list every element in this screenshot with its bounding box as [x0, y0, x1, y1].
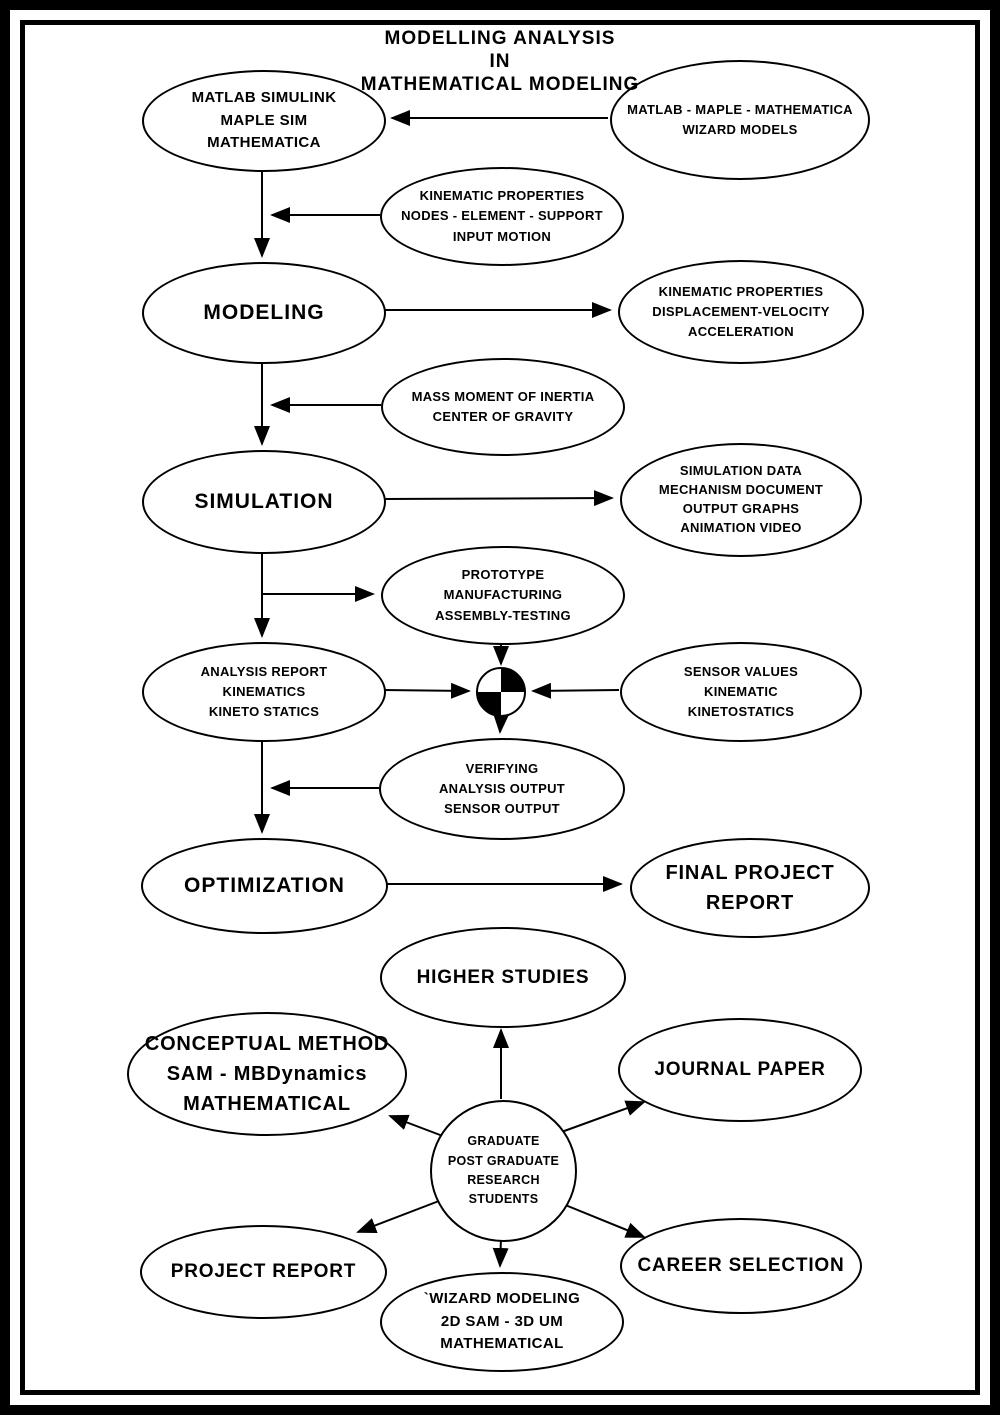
node-matlab-tools: MATLAB SIMULINK MAPLE SIM MATHEMATICA — [142, 70, 386, 172]
node-label-line: PROTOTYPE — [461, 567, 545, 583]
node-label-line: KINEMATIC PROPERTIES — [658, 283, 824, 299]
node-career-selection: CAREER SELECTION — [620, 1218, 862, 1314]
title-line-2: IN — [489, 50, 511, 72]
node-label-line: OPTIMIZATION — [184, 874, 345, 898]
node-label-line: MATHEMATICA — [207, 134, 321, 152]
node-label-line: SENSOR OUTPUT — [444, 801, 560, 817]
node-verifying: VERIFYING ANALYSIS OUTPUT SENSOR OUTPUT — [379, 738, 625, 840]
node-simulation-data: SIMULATION DATA MECHANISM DOCUMENT OUTPU… — [620, 443, 862, 557]
center-of-gravity-icon — [476, 667, 526, 717]
arrow-graduate-to-careerselection — [552, 1199, 646, 1238]
node-label-line: CAREER SELECTION — [637, 1255, 845, 1277]
node-label-line: STUDENTS — [468, 1192, 539, 1207]
node-project-report: PROJECT REPORT — [140, 1225, 387, 1319]
node-label-line: MAPLE SIM — [220, 111, 308, 129]
node-label-line: ANALYSIS OUTPUT — [438, 780, 566, 796]
node-label-line: SENSOR VALUES — [683, 663, 799, 679]
title-line-3: MATHEMATICAL MODELING — [360, 73, 640, 95]
node-prototype: PROTOTYPE MANUFACTURING ASSEMBLY-TESTING — [381, 546, 625, 645]
node-label-line: NODES - ELEMENT - SUPPORT — [401, 208, 603, 224]
arrow-cog-to-verifying — [493, 713, 510, 734]
node-label-line: MECHANISM DOCUMENT — [658, 482, 824, 498]
arrow-graduate-to-conceptualmethod — [388, 1114, 449, 1139]
node-wizard-modeling: `WIZARD MODELING 2D SAM - 3D UM MATHEMAT… — [380, 1272, 624, 1372]
node-analysis-report: ANALYSIS REPORT KINEMATICS KINETO STATIC… — [142, 642, 386, 742]
node-label-line: KINEMATIC PROPERTIES — [419, 188, 585, 204]
node-label-line: SIMULATION — [194, 490, 334, 514]
node-kinematic-properties-output: KINEMATIC PROPERTIES DISPLACEMENT-VELOCI… — [618, 260, 864, 364]
page-title: MODELLING ANALYSIS IN MATHEMATICAL MODEL… — [0, 28, 1000, 96]
node-mass-moment: MASS MOMENT OF INERTIA CENTER OF GRAVITY — [381, 358, 625, 456]
node-final-project-report: FINAL PROJECT REPORT — [630, 838, 870, 938]
node-label-line: MATHEMATICAL — [440, 1335, 564, 1353]
node-label-line: MODELING — [203, 301, 325, 325]
node-label-line: RESEARCH — [467, 1173, 540, 1187]
arrow-graduate-to-wizardmodeling — [492, 1237, 509, 1268]
node-label-line: MATLAB - MAPLE - MATHEMATICA — [627, 101, 853, 117]
node-simulation: SIMULATION — [142, 450, 386, 554]
node-label-line: KINEMATIC — [704, 683, 778, 699]
node-label-line: SIMULATION DATA — [679, 463, 803, 479]
arrow-graduate-to-journalpaper — [555, 1100, 646, 1135]
node-label-line: KINEMATICS — [222, 683, 306, 699]
node-label-line: DISPLACEMENT-VELOCITY — [652, 303, 830, 319]
arrow-sensorvalues-to-cog — [531, 682, 620, 699]
node-label-line: `WIZARD MODELING — [423, 1290, 581, 1308]
arrow-graduate-to-projectreport — [356, 1195, 453, 1234]
node-optimization: OPTIMIZATION — [141, 838, 388, 934]
node-label-line: MASS MOMENT OF INERTIA — [411, 388, 595, 404]
node-label-line: MANUFACTURING — [443, 587, 563, 603]
title-line-1: MODELLING ANALYSIS — [384, 28, 616, 49]
node-label-line: MATLAB SIMULINK — [191, 89, 337, 107]
arrow-simulation-to-simulationdata — [381, 490, 614, 507]
node-label-line: CONCEPTUAL METHOD — [144, 1033, 390, 1055]
node-journal-paper: JOURNAL PAPER — [618, 1018, 862, 1122]
node-wizard-models: MATLAB - MAPLE - MATHEMATICA WIZARD MODE… — [610, 60, 870, 180]
node-modeling: MODELING — [142, 262, 386, 364]
node-label-line: WIZARD MODELS — [682, 122, 798, 137]
node-label-line: HIGHER STUDIES — [416, 966, 590, 988]
node-kinematic-properties-input: KINEMATIC PROPERTIES NODES - ELEMENT - S… — [380, 167, 624, 266]
node-label-line: INPUT MOTION — [452, 228, 552, 244]
node-label-line: ASSEMBLY-TESTING — [435, 607, 571, 623]
node-label-line: REPORT — [705, 892, 795, 914]
node-sensor-values: SENSOR VALUES KINEMATIC KINETOSTATICS — [620, 642, 862, 742]
node-label-line: JOURNAL PAPER — [654, 1059, 826, 1081]
node-higher-studies: HIGHER STUDIES — [380, 927, 626, 1028]
node-label-line: GRADUATE — [467, 1134, 540, 1149]
node-graduate-students: GRADUATE POST GRADUATE RESEARCH STUDENTS — [430, 1100, 577, 1242]
node-label-line: ANALYSIS REPORT — [200, 663, 328, 679]
node-conceptual-method: CONCEPTUAL METHOD SAM - MBDynamics MATHE… — [127, 1012, 407, 1136]
node-label-line: POST GRADUATE — [447, 1153, 560, 1168]
node-label-line: SAM - MBDynamics — [166, 1063, 368, 1085]
node-label-line: KINETO STATICS — [208, 704, 320, 720]
node-label-line: ACCELERATION — [688, 324, 794, 340]
node-label-line: KINETOSTATICS — [687, 704, 795, 720]
node-label-line: 2D SAM - 3D UM — [440, 1312, 564, 1330]
node-label-line: CENTER OF GRAVITY — [432, 409, 574, 424]
node-label-line: FINAL PROJECT — [665, 862, 835, 884]
node-label-line: OUTPUT GRAPHS — [682, 501, 800, 516]
node-label-line: MATHEMATICAL — [183, 1093, 351, 1115]
node-label-line: VERIFYING — [465, 760, 539, 776]
node-label-line: ANIMATION VIDEO — [680, 519, 802, 535]
arrow-analysisreport-to-cog — [382, 682, 471, 699]
node-label-line: PROJECT REPORT — [170, 1261, 357, 1283]
